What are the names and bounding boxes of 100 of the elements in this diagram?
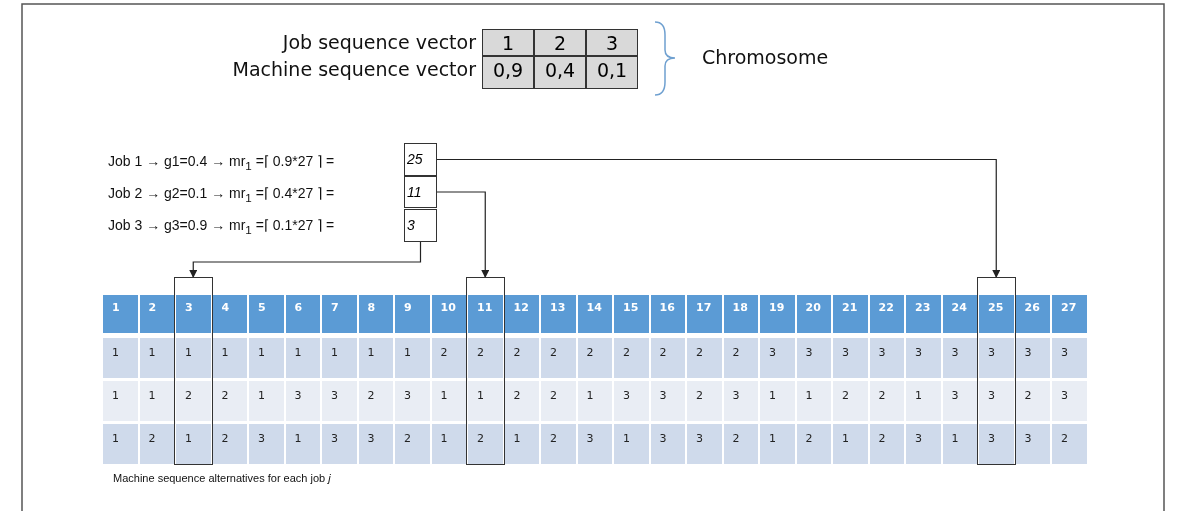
arrow: [436, 158, 1001, 278]
table-cell: 2: [212, 381, 247, 421]
table-header-cell: 22: [869, 295, 904, 333]
table-cell: 1: [431, 381, 466, 421]
table-header-cell: 17: [687, 295, 722, 333]
result-box: 11: [404, 176, 437, 208]
table-cell: 1: [285, 338, 320, 378]
table-cell: 3: [942, 381, 977, 421]
table-cell: 2: [212, 424, 247, 464]
table-cell: 1: [906, 381, 941, 421]
table-cell: 1: [249, 338, 284, 378]
table-cell: 3: [322, 424, 357, 464]
formula-text: Job 3 → g3=0.9 → mr$_{1}$ =⌈ 0.1*27 ⌉ =: [108, 217, 335, 236]
table-cell: 3: [979, 424, 1014, 464]
table-header-cell: 11: [468, 295, 503, 333]
table-cell: 2: [395, 424, 430, 464]
table-cell: 3: [249, 424, 284, 464]
highlight-frame: [466, 277, 505, 465]
table-cell: 2: [358, 381, 393, 421]
table-cell: 2: [687, 338, 722, 378]
table-header-cell: 10: [431, 295, 466, 333]
result-box: 3: [404, 209, 437, 242]
table-cell: 2: [869, 381, 904, 421]
table-cell: 2: [541, 381, 576, 421]
table-cell: 2: [614, 338, 649, 378]
table-header-cell: 18: [723, 295, 758, 333]
table-cell: 2: [833, 381, 868, 421]
table-cell: 3: [942, 338, 977, 378]
table-cell: 1: [468, 381, 503, 421]
table-cell: 1: [504, 424, 539, 464]
table-cell: 3: [614, 381, 649, 421]
table-cell: 3: [577, 424, 612, 464]
table-header-cell: 19: [760, 295, 795, 333]
table-cell: 2: [869, 424, 904, 464]
table-cell: 2: [1015, 381, 1050, 421]
formula-text: Job 2 → g2=0.1 → mr$_{1}$ =⌈ 0.4*27 ⌉ =: [108, 185, 335, 204]
table-cell: 1: [796, 381, 831, 421]
table-cell: 1: [139, 338, 174, 378]
table-cell: 2: [577, 338, 612, 378]
table-cell: 1: [577, 381, 612, 421]
table-header-cell: 14: [577, 295, 612, 333]
table-header-cell: 9: [395, 295, 430, 333]
table-header-cell: 7: [322, 295, 357, 333]
highlight-frame: [174, 277, 213, 465]
table-cell: 3: [322, 381, 357, 421]
table-cell: 3: [285, 381, 320, 421]
table-header-cell: 6: [285, 295, 320, 333]
table-cell: 3: [395, 381, 430, 421]
table-header-cell: 23: [906, 295, 941, 333]
table-cell: 1: [614, 424, 649, 464]
highlight-frame: [977, 277, 1016, 465]
table-header-cell: 15: [614, 295, 649, 333]
table-cell: 1: [760, 424, 795, 464]
table-cell: 3: [979, 338, 1014, 378]
table-header-cell: 8: [358, 295, 393, 333]
table-cell: 1: [358, 338, 393, 378]
table-cell: 3: [833, 338, 868, 378]
table-cell: 2: [541, 338, 576, 378]
table-header-cell: 20: [796, 295, 831, 333]
table-cell: 3: [1052, 381, 1087, 421]
vector-cell: 0,4: [534, 56, 586, 89]
formula-text: Job 1 → g1=0.4 → mr$_{1}$ =⌈ 0.9*27 ⌉ =: [108, 153, 335, 172]
table-cell: 1: [249, 381, 284, 421]
table-header-cell: 27: [1052, 295, 1087, 333]
table-cell: 2: [504, 381, 539, 421]
table-cell: 3: [1052, 338, 1087, 378]
table-cell: 1: [176, 338, 211, 378]
table-cell: 1: [322, 338, 357, 378]
table-cell: 2: [139, 424, 174, 464]
table-cell: 2: [687, 381, 722, 421]
table-cell: 1: [833, 424, 868, 464]
table-cell: 2: [468, 338, 503, 378]
table-cell: 3: [358, 424, 393, 464]
table-cell: 2: [1052, 424, 1087, 464]
table-header-cell: 13: [541, 295, 576, 333]
table-cell: 1: [176, 424, 211, 464]
row-label: Job sequence vector: [280, 31, 476, 53]
table-header-cell: 3: [176, 295, 211, 333]
table-cell: 2: [468, 424, 503, 464]
arrow: [436, 191, 490, 278]
table-cell: 2: [723, 424, 758, 464]
table-cell: 3: [906, 338, 941, 378]
table-header-cell: 25: [979, 295, 1014, 333]
table-cell: 1: [103, 338, 138, 378]
table-cell: 2: [650, 338, 685, 378]
chromosome-label: Chromosome: [702, 46, 829, 68]
table-cell: 1: [395, 338, 430, 378]
table-cell: 3: [1015, 424, 1050, 464]
table-cell: 3: [869, 338, 904, 378]
table-cell: 1: [285, 424, 320, 464]
table-cell: 2: [723, 338, 758, 378]
table-cell: 2: [431, 338, 466, 378]
table-cell: 2: [176, 381, 211, 421]
table-header-cell: 26: [1015, 295, 1050, 333]
table-cell: 1: [942, 424, 977, 464]
table-cell: 3: [760, 338, 795, 378]
vector-cell: 1: [482, 29, 534, 56]
table-cell: 2: [541, 424, 576, 464]
row-label: Machine sequence vector: [231, 58, 476, 80]
table-cell: 1: [103, 424, 138, 464]
